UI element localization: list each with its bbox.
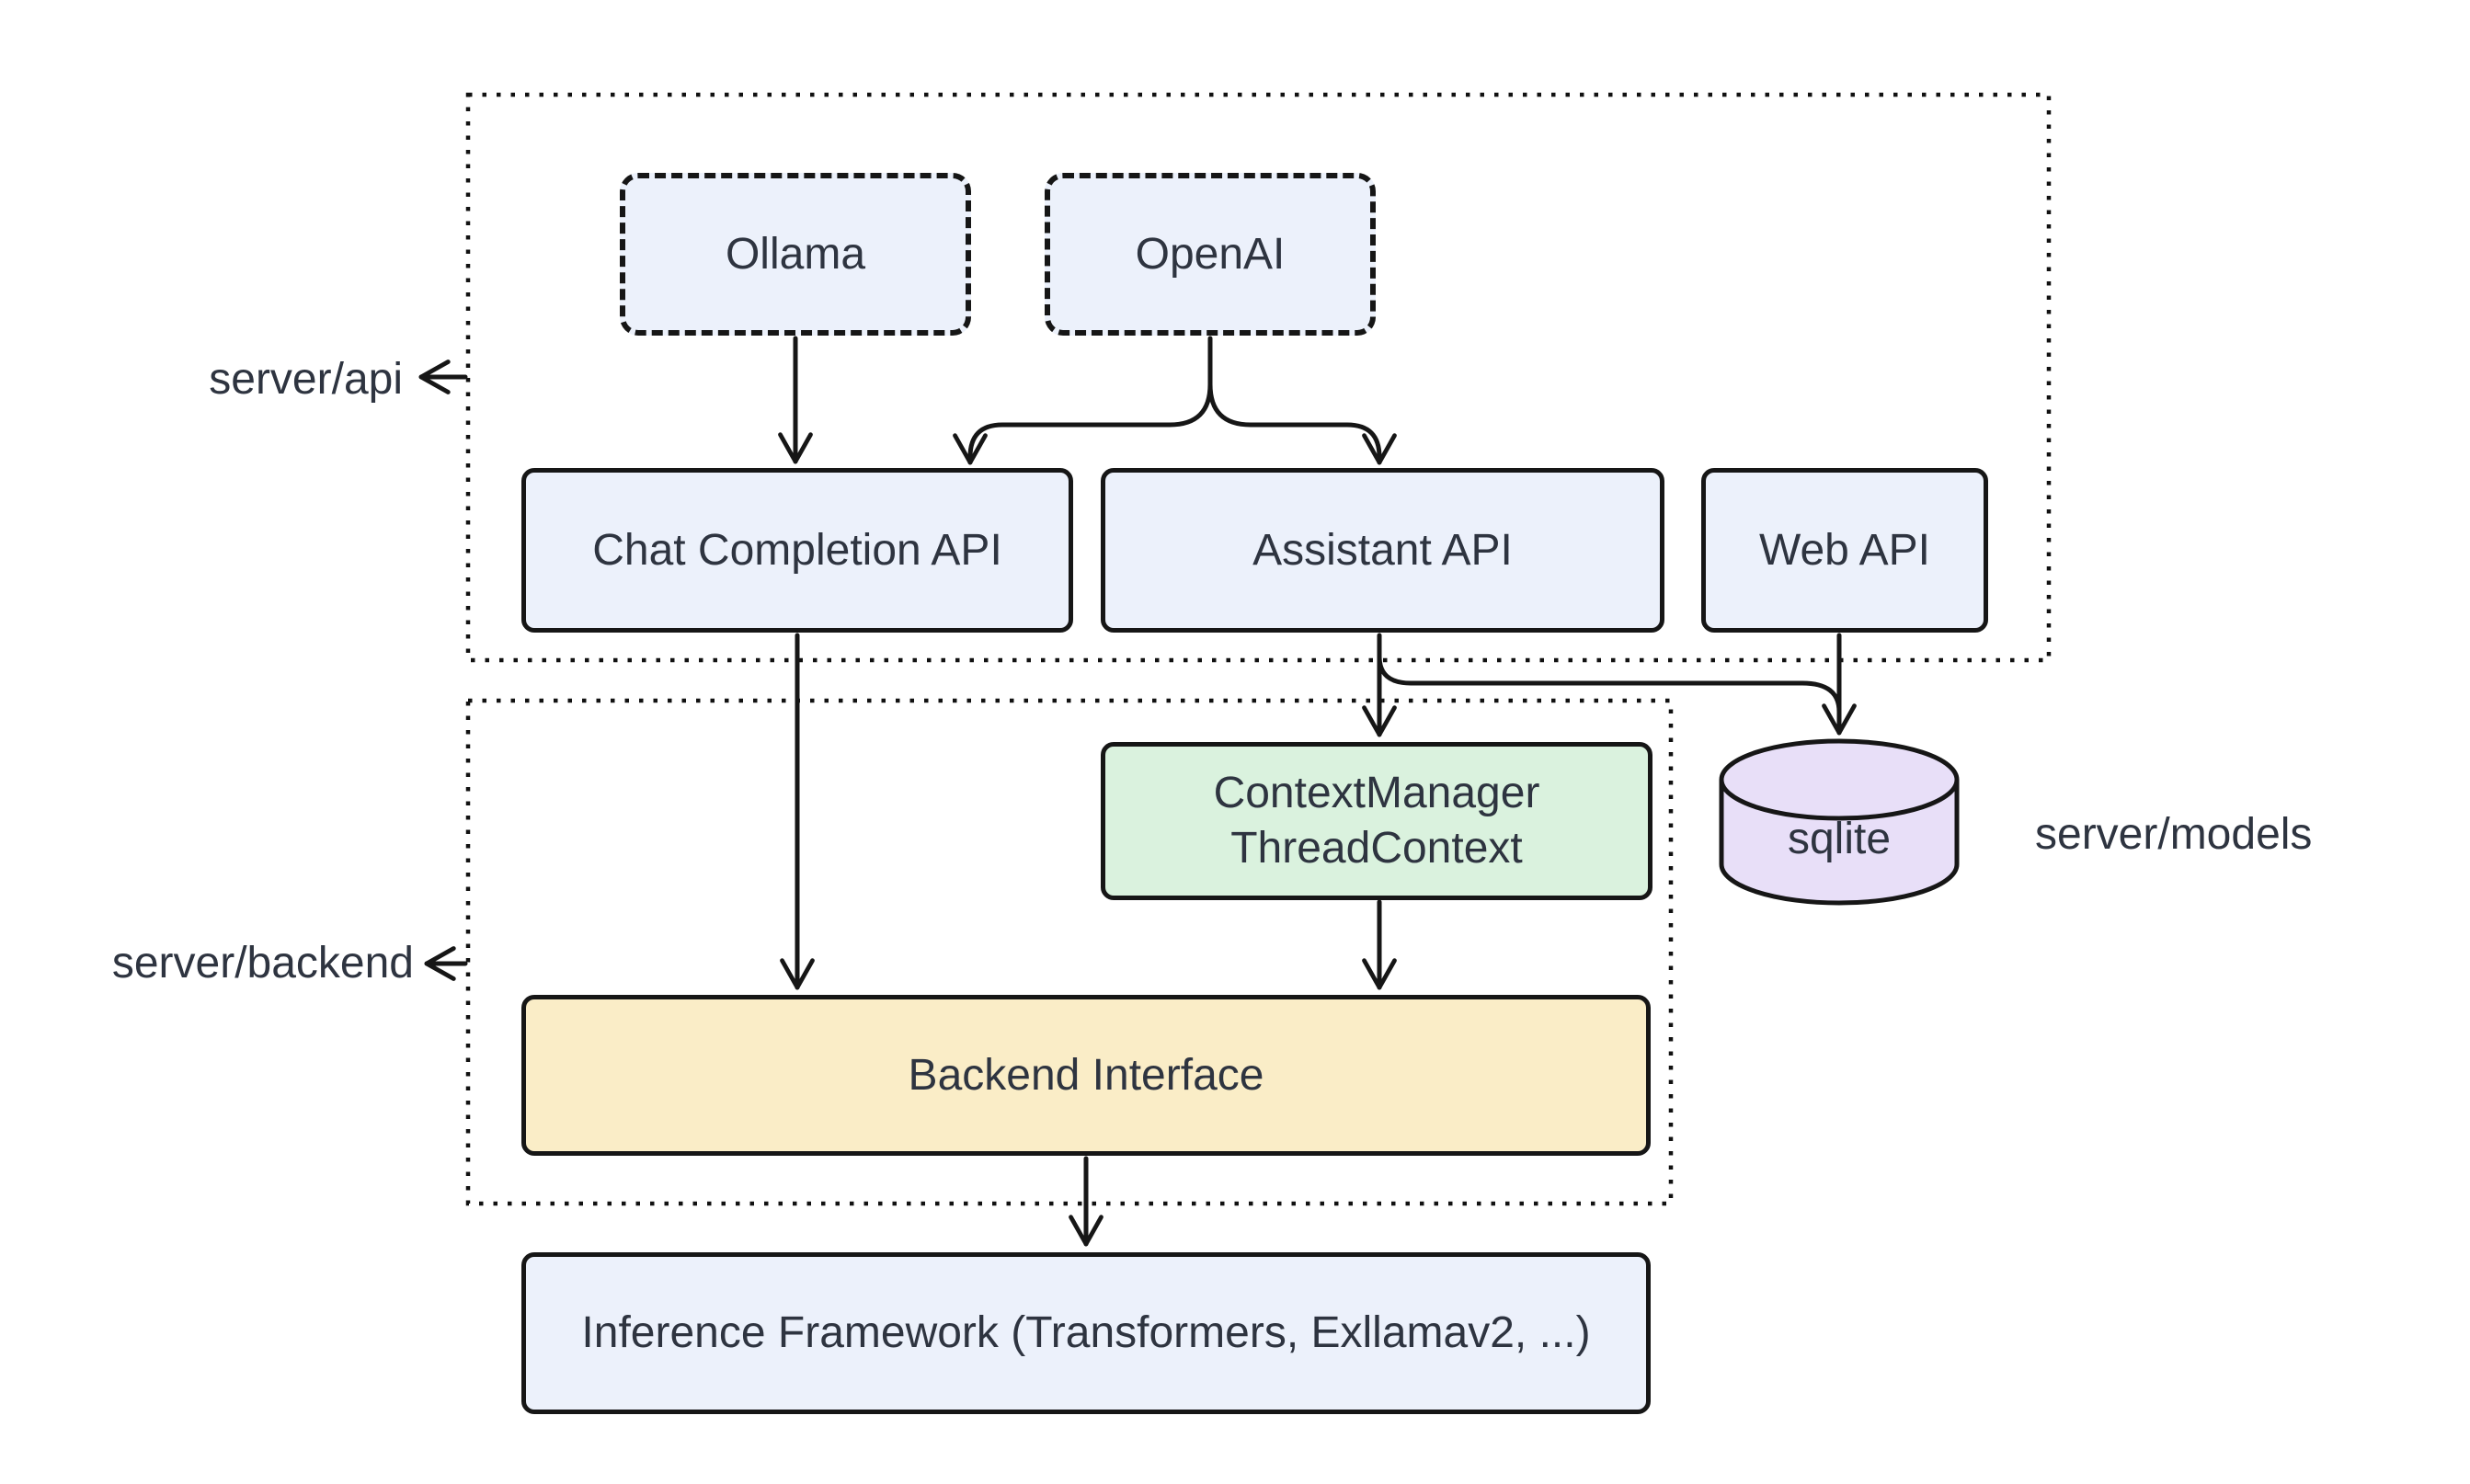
node-chat-completion-api-label: Chat Completion API [592,525,1002,575]
node-sqlite-label: sqlite [1787,815,1892,863]
node-assistant-api: Assistant API [1101,468,1664,633]
node-context-manager: ContextManager ThreadContext [1101,742,1652,900]
server-backend-container-border [465,698,1674,1206]
node-inference-framework-label: Inference Framework (Transformers, Exlla… [581,1308,1591,1357]
node-web-api-label: Web API [1759,525,1930,575]
node-assistant-api-label: Assistant API [1252,525,1513,575]
node-openai-label: OpenAI [1135,229,1286,279]
label-server-backend: server/backend [111,939,414,987]
label-server-models: server/models [2035,810,2313,859]
edge-openai-to-assistant [1207,382,1397,465]
node-context-manager-line2: ThreadContext [1230,824,1523,873]
node-backend-interface-label: Backend Interface [908,1050,1264,1100]
node-backend-interface: Backend Interface [521,995,1651,1156]
edge-openai-to-chat-completion [953,382,1213,465]
cylinder-top [1719,738,1960,821]
node-openai: OpenAI [1045,173,1376,336]
label-server-api: server/api [209,355,403,404]
sqlite-cylinder-icon [1719,738,1960,906]
node-web-api: Web API [1701,468,1988,633]
node-inference-framework: Inference Framework (Transformers, Exlla… [521,1252,1651,1414]
node-ollama: Ollama [620,173,971,336]
node-chat-completion-api: Chat Completion API [521,468,1073,633]
edge-assistant-to-sqlite [1377,654,1842,714]
server-api-container-border [465,92,2052,663]
node-context-manager-line1: ContextManager [1213,769,1540,817]
node-ollama-label: Ollama [725,229,866,279]
